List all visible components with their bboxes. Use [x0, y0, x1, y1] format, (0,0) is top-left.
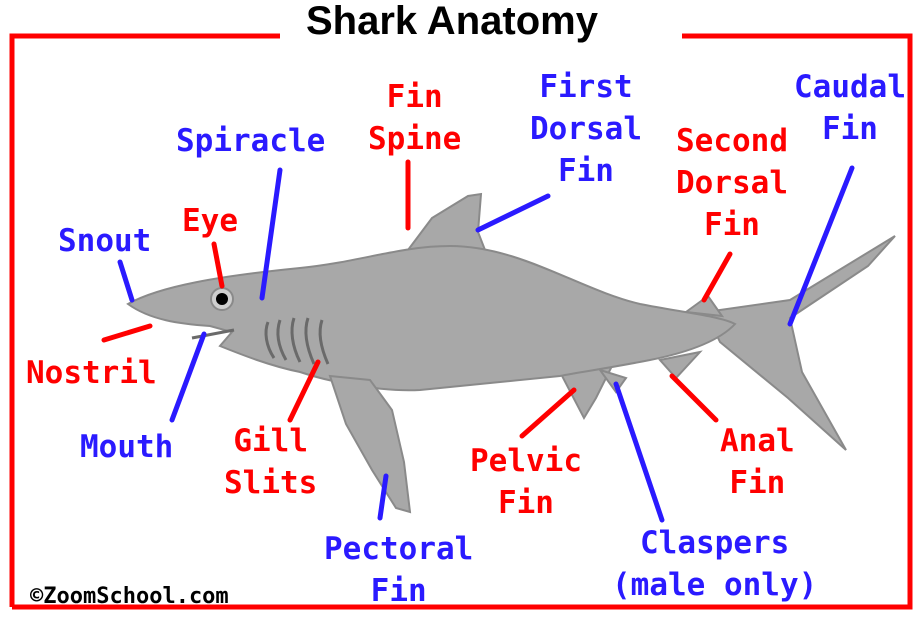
label-nostril: Nostril — [26, 352, 157, 394]
label-first-dorsal-fin: First Dorsal Fin — [530, 66, 642, 192]
label-caudal-fin: Caudal Fin — [794, 66, 906, 150]
label-mouth: Mouth — [80, 426, 173, 468]
pectoral-fin-shape — [330, 376, 410, 512]
pointer-mouth — [172, 334, 204, 420]
label-anal-fin: Anal Fin — [720, 420, 795, 504]
label-pelvic-fin: Pelvic Fin — [470, 440, 582, 524]
label-pectoral-fin: Pectoral Fin — [324, 528, 473, 612]
pointer-claspers — [616, 384, 662, 520]
pointer-snout — [120, 262, 132, 300]
label-eye: Eye — [182, 200, 238, 242]
pointer-anal — [672, 376, 716, 420]
pointer-pelvic — [522, 390, 574, 436]
diagram-title: Shark Anatomy — [300, 0, 604, 44]
caudal-fin-shape — [706, 236, 895, 450]
label-claspers: Claspers (male only) — [612, 522, 817, 606]
copyright-text: ©ZoomSchool.com — [30, 582, 229, 612]
label-snout: Snout — [58, 220, 151, 262]
label-spiracle: Spiracle — [176, 120, 325, 162]
pointer-second-dorsal — [704, 254, 730, 300]
pointer-nostril — [104, 326, 150, 340]
pointer-first-dorsal — [478, 196, 548, 230]
label-second-dorsal-fin: Second Dorsal Fin — [676, 120, 788, 246]
eye-pupil — [216, 293, 228, 305]
pointer-caudal — [790, 168, 852, 324]
label-gill-slits: Gill Slits — [224, 420, 317, 504]
label-fin-spine: Fin Spine — [368, 76, 461, 160]
